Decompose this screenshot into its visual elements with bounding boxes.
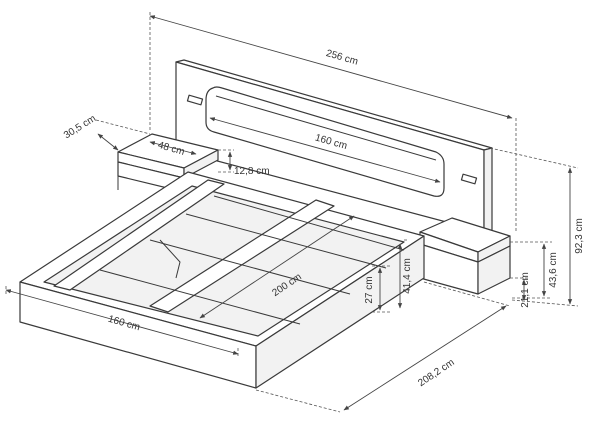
dimension-21-1: 21,1 cm — [510, 272, 531, 308]
label-nightstand-height: 12,8 cm — [234, 166, 270, 177]
dimension-total-height: 92,3 cm — [489, 147, 585, 307]
label-43-6: 43,6 cm — [548, 252, 559, 288]
label-21-1: 21,1 cm — [520, 272, 531, 308]
dimension-41-4: 41,4 cm — [397, 239, 413, 309]
nightstand-right — [419, 217, 511, 295]
label-41-4: 41,4 cm — [402, 258, 413, 294]
dimension-nightstand-height: 12,8 cm — [218, 149, 270, 177]
label-total-height: 92,3 cm — [574, 218, 585, 254]
label-total-width: 256 cm — [325, 48, 360, 68]
label-frame-height: 27 cm — [364, 276, 375, 303]
label-nightstand-depth: 30,5 cm — [62, 113, 98, 141]
label-total-length: 208,2 cm — [416, 357, 456, 389]
dimension-43-6: 43,6 cm — [510, 241, 559, 299]
